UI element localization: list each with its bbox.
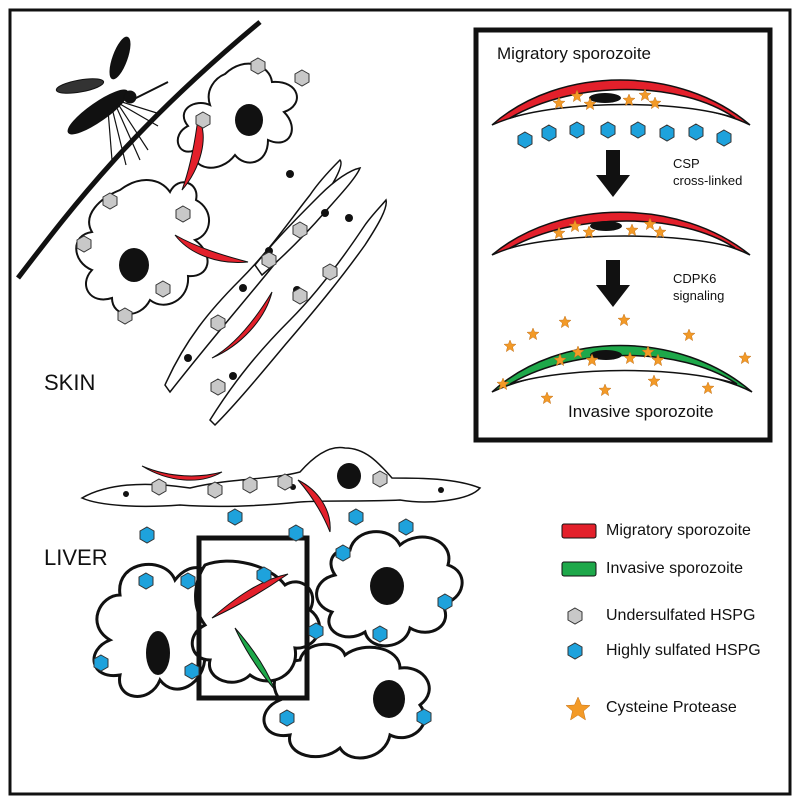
liver-scene (80, 446, 482, 760)
skin-scene (16, 20, 387, 427)
inset-arrow-1 (596, 150, 630, 197)
inset-step1-line1: CSP (673, 156, 700, 171)
inset-step1-line2: cross-linked (673, 173, 743, 188)
inset-footer: Invasive sporozoite (568, 402, 714, 421)
outer-frame (8, 8, 792, 796)
liver-zoom-box (196, 535, 310, 701)
skin-label: SKIN (44, 370, 96, 395)
legend-label-migratory: Migratory sporozoite (606, 522, 751, 539)
legend-undersulfated-icon (567, 607, 583, 625)
liver-label: LIVER (44, 545, 108, 570)
legend-swatch-invasive (561, 561, 597, 577)
legend-highly-sulfated-icon (567, 642, 583, 660)
liver-sporozoites (141, 465, 331, 691)
legend-label-undersulfated: Undersulfated HSPG (606, 607, 756, 624)
legend-label-protease: Cysteine Protease (606, 699, 737, 716)
inset-panel (473, 27, 773, 443)
inset-sporozoite-invasive (491, 313, 753, 404)
inset-step2-line1: CDPK6 (673, 271, 717, 286)
inset-step2-line2: signaling (673, 288, 725, 303)
legend-label-invasive: Invasive sporozoite (606, 560, 743, 577)
inset-sporozoite-migratory-1 (491, 79, 751, 149)
legend-label-highly-sulfated: Highly sulfated HSPG (606, 642, 761, 659)
legend-swatch-migratory (561, 523, 597, 539)
skin-surface-line (16, 20, 262, 280)
legend-protease-icon (565, 696, 591, 721)
legend (561, 523, 597, 721)
inset-arrow-2 (596, 260, 630, 307)
inset-title: Migratory sporozoite (497, 44, 652, 63)
mosquito-icon (55, 36, 169, 166)
inset-sporozoite-migratory-2 (491, 211, 751, 256)
skin-sporozoites (174, 116, 273, 359)
skin-fibroblasts (164, 158, 387, 427)
